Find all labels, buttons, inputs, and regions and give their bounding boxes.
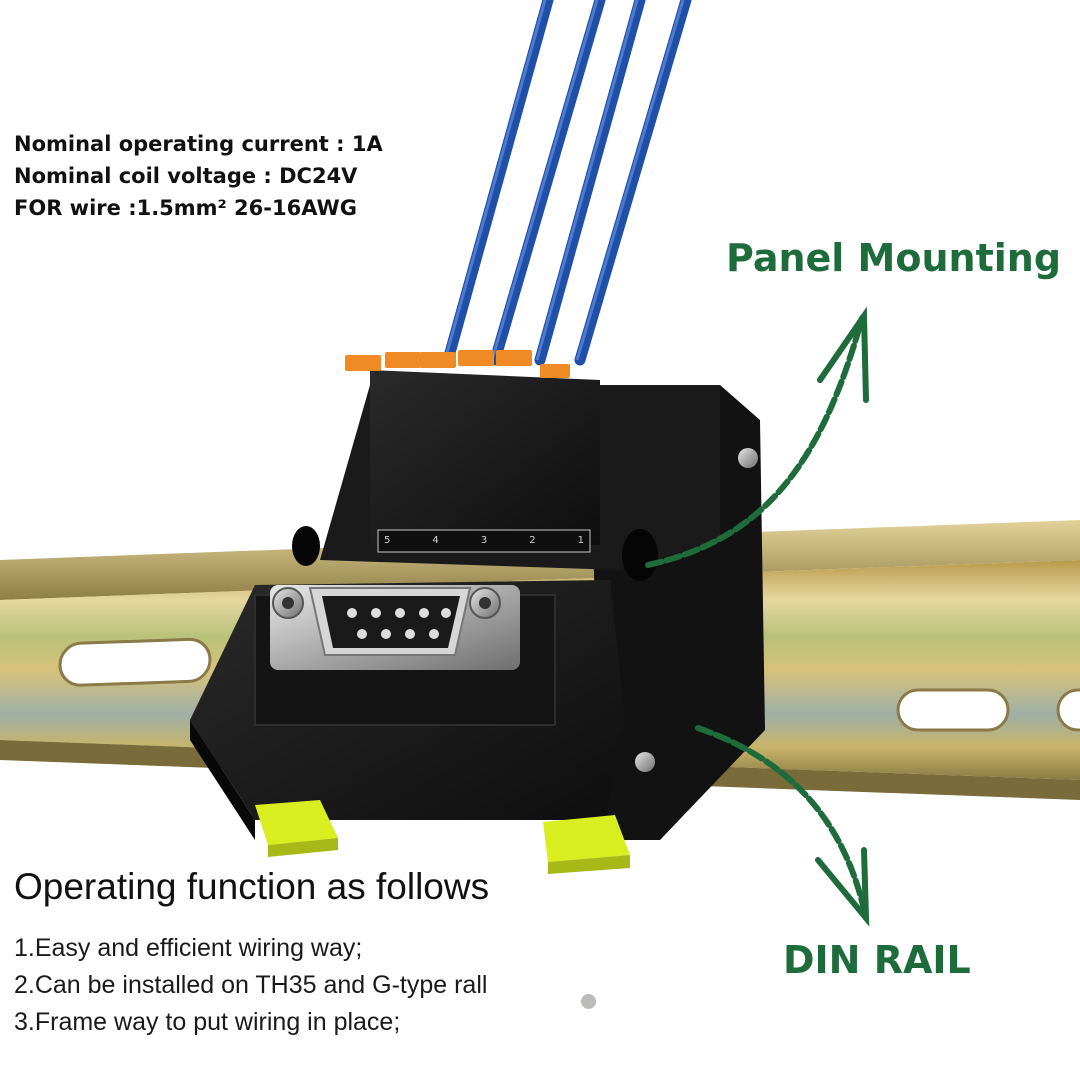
spec-operating-current: Nominal operating current : 1A [14,132,383,156]
terminal-number-strip: 5 4 3 2 1 [384,535,584,546]
orange-terminals [345,350,570,378]
terminal-number: 1 [577,535,584,546]
spec-block: Nominal operating current : 1A Nominal c… [14,128,383,224]
spec-coil-voltage: Nominal coil voltage : DC24V [14,164,358,188]
function-list: 1.Easy and efficient wiring way; 2.Can b… [14,930,487,1041]
terminal-number: 2 [529,535,536,546]
function-item: 2.Can be installed on TH35 and G-type ra… [14,971,488,999]
spec-wire: FOR wire :1.5mm² 26-16AWG [14,196,357,220]
panel-mounting-label: Panel Mounting [726,236,1062,280]
terminal-number: 5 [384,535,391,546]
blue-wires [442,0,692,366]
din-rail-arrow [695,725,870,927]
release-feet [255,800,630,874]
rail-slot [1056,688,1080,732]
rail-slot [896,688,1010,732]
din-rail-label: DIN RAIL [783,938,971,982]
function-item: 1.Easy and efficient wiring way; [14,934,363,962]
function-title: Operating function as follows [14,866,490,907]
grey-dot [581,994,596,1009]
rail-slot [58,637,212,687]
terminal-number: 4 [432,535,439,546]
db9-connector [270,585,520,670]
function-item: 3.Frame way to put wiring in place; [14,1008,401,1036]
screw [738,448,758,468]
terminal-number: 3 [480,535,488,546]
screw [635,752,655,772]
panel-mounting-arrow [645,306,869,568]
